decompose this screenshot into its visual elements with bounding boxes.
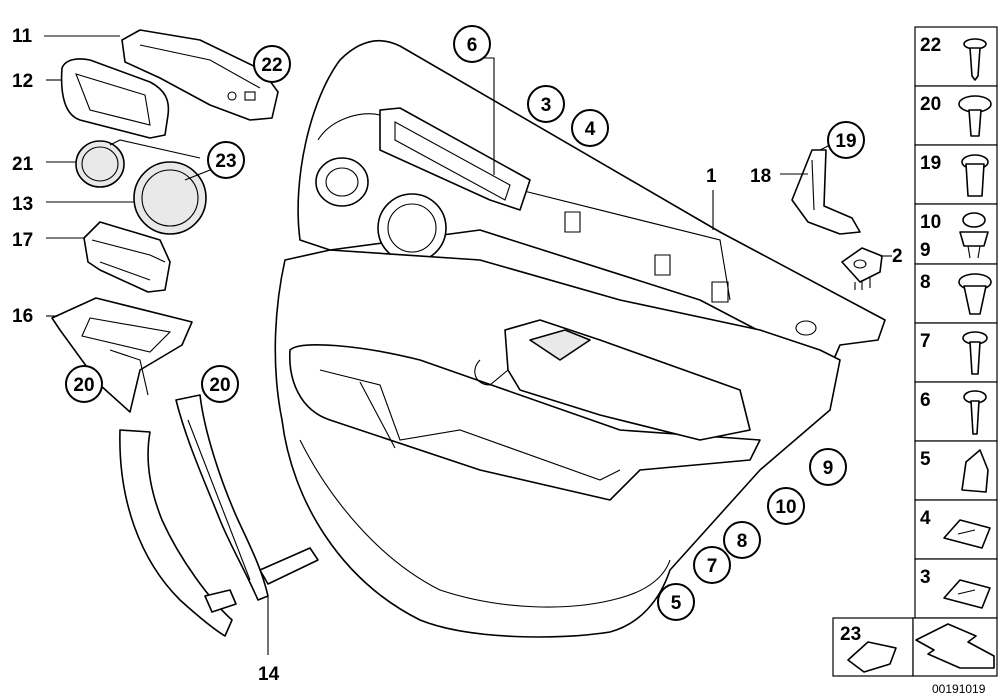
circled-label-23: 23 xyxy=(207,141,245,179)
part-labels: 11 12 21 13 17 16 14 1 18 2 22 6 3 4 23 xyxy=(12,25,986,696)
circled-label-9: 9 xyxy=(809,448,847,486)
bottom-catalog-boxes xyxy=(832,617,998,677)
diagram-code: 00191019 xyxy=(932,682,986,696)
handle-cover-part xyxy=(60,58,170,139)
clip-3-icon xyxy=(943,579,991,609)
sidebar-label-6: 6 xyxy=(920,390,931,411)
svg-text:20: 20 xyxy=(209,375,230,396)
screw-6-icon xyxy=(963,390,987,435)
part-23-icon xyxy=(847,641,897,673)
sidebar-label-9: 9 xyxy=(920,240,931,261)
svg-text:23: 23 xyxy=(215,151,236,172)
label-14: 14 xyxy=(258,664,280,685)
speaker-grille-large-part xyxy=(133,161,207,235)
circled-label-10: 10 xyxy=(767,487,805,525)
svg-text:7: 7 xyxy=(707,556,718,577)
clip-10-icon xyxy=(959,212,989,259)
rivet-20-icon xyxy=(958,95,992,137)
pull-handle-part xyxy=(119,429,237,637)
sidebar-label-10: 10 xyxy=(920,212,941,233)
screw-22-icon xyxy=(963,38,987,81)
speaker-grille-small-part xyxy=(75,140,125,188)
label-16: 16 xyxy=(12,306,33,327)
svg-text:22: 22 xyxy=(261,55,282,76)
bracket-18-part xyxy=(791,149,861,235)
label-12: 12 xyxy=(12,71,33,92)
clip-5-icon xyxy=(961,449,989,493)
sidebar-label-5: 5 xyxy=(920,449,931,470)
circled-label-6: 6 xyxy=(453,25,491,63)
sidebar-label-8: 8 xyxy=(920,272,931,293)
clip-4-icon xyxy=(943,519,991,549)
svg-text:5: 5 xyxy=(671,593,682,614)
fastener-catalog-sidebar xyxy=(914,26,998,619)
clip-2-part xyxy=(841,247,883,290)
circled-label-19: 19 xyxy=(827,121,865,159)
label-2: 2 xyxy=(892,246,903,267)
sidebar-label-7: 7 xyxy=(920,331,931,352)
circled-label-5: 5 xyxy=(657,583,695,621)
label-18: 18 xyxy=(750,166,771,187)
sidebar-label-22: 22 xyxy=(920,35,941,56)
label-17: 17 xyxy=(12,230,33,251)
circled-label-20-right: 20 xyxy=(201,365,239,403)
label-11: 11 xyxy=(12,26,33,47)
sidebar-label-20: 20 xyxy=(920,94,941,115)
screw-7-icon xyxy=(962,331,988,375)
arrow-symbol-icon xyxy=(915,623,995,669)
svg-text:4: 4 xyxy=(585,119,596,140)
circled-label-22: 22 xyxy=(253,45,291,83)
label-21: 21 xyxy=(12,154,34,175)
circled-label-4: 4 xyxy=(571,109,609,147)
circled-label-7: 7 xyxy=(693,546,731,584)
svg-text:6: 6 xyxy=(467,35,478,56)
label-1: 1 xyxy=(706,166,717,187)
handle-bracket-part xyxy=(121,29,279,121)
plug-19-icon xyxy=(961,154,989,197)
svg-text:19: 19 xyxy=(835,131,856,152)
sidebar-label-3: 3 xyxy=(920,567,931,588)
inner-handle-frame-part xyxy=(175,394,319,601)
door-trim-panel xyxy=(274,39,886,638)
svg-text:8: 8 xyxy=(737,531,748,552)
svg-text:20: 20 xyxy=(73,375,94,396)
circled-label-20-left: 20 xyxy=(65,365,103,403)
label-13: 13 xyxy=(12,194,33,215)
ashtray-part xyxy=(51,297,193,413)
svg-text:10: 10 xyxy=(775,497,796,518)
circled-label-3: 3 xyxy=(527,85,565,123)
sidebar-label-19: 19 xyxy=(920,153,941,174)
sidebar-label-4: 4 xyxy=(920,508,931,529)
bottom-box-label-23: 23 xyxy=(840,624,861,645)
circled-label-8: 8 xyxy=(723,521,761,559)
nut-8-icon xyxy=(958,273,992,315)
storage-tray-part xyxy=(83,221,171,293)
svg-text:9: 9 xyxy=(823,458,834,479)
svg-text:3: 3 xyxy=(541,95,552,116)
